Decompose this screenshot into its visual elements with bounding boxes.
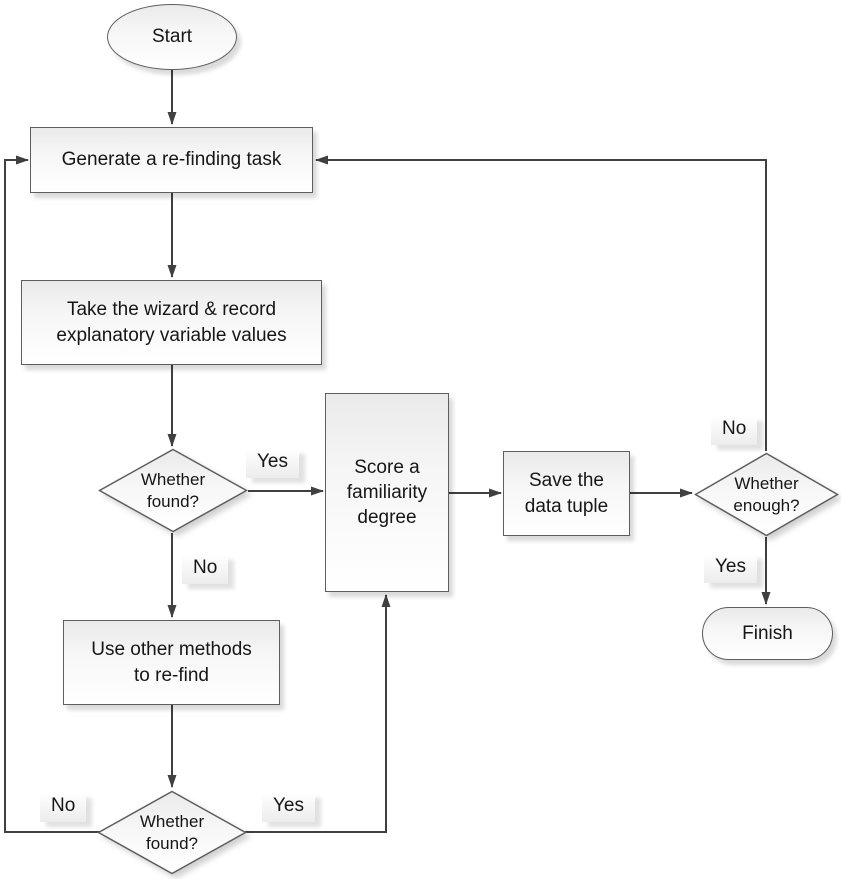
start-node: Start xyxy=(107,4,237,70)
process-score-degree: Score a familiarity degree xyxy=(325,393,449,592)
edge-label-found2-yes: Yes xyxy=(262,793,315,822)
decision-whether-enough: Whether enough? xyxy=(694,452,839,537)
finish-node: Finish xyxy=(702,607,833,660)
edge-label-enough-yes: Yes xyxy=(704,554,757,583)
decision-whether-found-1: Whether found? xyxy=(98,448,248,533)
diamond-shape xyxy=(694,452,839,537)
edge-found2-yes-to-score xyxy=(245,594,391,833)
start-node-label: Start xyxy=(151,26,193,48)
decision-whether-found-1-label: Whether found? xyxy=(140,470,206,511)
process-save-tuple: Save the data tuple xyxy=(503,451,630,536)
decision-whether-found-2: Whether found? xyxy=(97,790,247,875)
process-use-other-methods-label: Use other methods to re-find xyxy=(91,639,252,686)
process-generate-task-label: Generate a re-finding task xyxy=(61,149,282,171)
decision-whether-found-2-label: Whether found? xyxy=(139,812,205,853)
process-use-other-methods: Use other methods to re-find xyxy=(63,620,280,705)
decision-whether-enough-label: Whether enough? xyxy=(733,474,800,515)
process-generate-task: Generate a re-finding task xyxy=(30,127,313,193)
edge-label-found1-no: No xyxy=(182,555,229,584)
edge-label-found1-yes: Yes xyxy=(246,449,299,478)
finish-node-label: Finish xyxy=(742,622,793,644)
process-score-degree-label: Score a familiarity degree xyxy=(346,456,428,529)
edge-found2-no-to-generate xyxy=(4,155,100,833)
process-take-wizard: Take the wizard & record explanatory var… xyxy=(21,280,322,365)
edge-label-found2-no: No xyxy=(40,793,87,822)
process-save-tuple-label: Save the data tuple xyxy=(524,470,609,517)
process-take-wizard-label: Take the wizard & record explanatory var… xyxy=(56,299,287,346)
diamond-shape xyxy=(97,790,247,875)
diamond-shape xyxy=(98,448,248,533)
edge-enough-no-to-generate xyxy=(315,155,767,451)
edge-label-enough-no: No xyxy=(711,416,758,445)
